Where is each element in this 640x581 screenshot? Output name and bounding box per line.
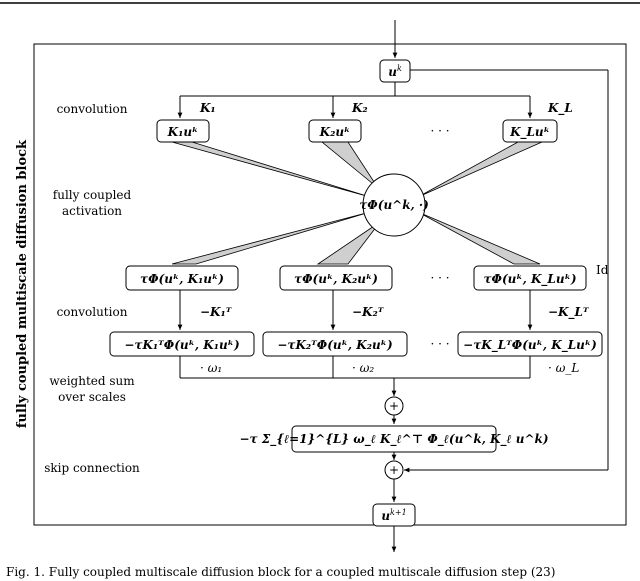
node-conv-2: K₂uᵏ (308, 119, 362, 143)
node-skip-sum: + (384, 460, 404, 480)
identity-label: Id (596, 263, 609, 277)
svg-text:τΦ(uᵏ, K₁uᵏ): τΦ(uᵏ, K₁uᵏ) (140, 272, 224, 286)
stage-label-sum-2: over scales (58, 390, 126, 404)
stage-label-skip: skip connection (44, 461, 140, 475)
adjoint-label-L: −K_Lᵀ (548, 305, 590, 320)
svg-text:τΦ(uᵏ, K_Luᵏ): τΦ(uᵏ, K_Luᵏ) (483, 272, 576, 287)
svg-text:τΦ(uᵏ, K₂uᵏ): τΦ(uᵏ, K₂uᵏ) (294, 272, 378, 286)
svg-text:+: + (389, 463, 399, 477)
block-border (33, 43, 627, 526)
stage-label-conv2: convolution (57, 305, 128, 319)
svg-text:τΦ(u^k, ·): τΦ(u^k, ·) (359, 198, 429, 212)
fan-conv2 (320, 141, 379, 189)
svg-text:+: + (389, 399, 399, 413)
stage-label-sum-1: weighted sum (49, 374, 135, 388)
svg-text:−τK₁ᵀΦ(uᵏ, K₁uᵏ): −τK₁ᵀΦ(uᵏ, K₁uᵏ) (124, 338, 239, 352)
figure-caption: Fig. 1. Fully coupled multiscale diffusi… (6, 565, 555, 579)
node-input: uk (379, 59, 411, 83)
svg-text:−τK₂ᵀΦ(uᵏ, K₂uᵏ): −τK₂ᵀΦ(uᵏ, K₂uᵏ) (277, 338, 392, 352)
svg-text:K_Luᵏ: K_Luᵏ (509, 125, 550, 140)
node-output: uk+1 (372, 503, 416, 527)
block-title: fully coupled multiscale diffusion block (15, 139, 30, 428)
adjoint-label-2: −K₂ᵀ (352, 305, 385, 319)
svg-text:K₂uᵏ: K₂uᵏ (319, 125, 351, 139)
node-act-1: τΦ(uᵏ, K₁uᵏ) (125, 265, 239, 291)
weight-label-L: · ω_L (548, 361, 579, 375)
node-back-L: −τK_LᵀΦ(uᵏ, K_Luᵏ) (457, 331, 603, 357)
stage-label-activation-1: fully coupled (53, 188, 132, 202)
node-back-2: −τK₂ᵀΦ(uᵏ, K₂uᵏ) (262, 331, 408, 357)
stage-label-activation-2: activation (62, 204, 122, 218)
svg-text:−τ Σ_{ℓ=1}^{L} ω_ℓ K_ℓ^⊤ Φ_ℓ(u: −τ Σ_{ℓ=1}^{L} ω_ℓ K_ℓ^⊤ Φ_ℓ(u^k, K_ℓ u^… (239, 432, 548, 447)
ellipsis-act: · · · (430, 271, 449, 285)
kernel-label-2: K₂ (351, 101, 368, 115)
kernel-label-1: K₁ (199, 101, 216, 115)
node-total: −τ Σ_{ℓ=1}^{L} ω_ℓ K_ℓ^⊤ Φ_ℓ(u^k, K_ℓ u^… (239, 425, 549, 453)
node-conv-1: K₁uᵏ (156, 119, 210, 143)
node-activation: τΦ(u^k, ·) (359, 173, 429, 237)
svg-text:K₁uᵏ: K₁uᵏ (167, 125, 199, 139)
kernel-label-L: K_L (547, 101, 573, 116)
weight-label-2: · ω₂ (352, 361, 374, 375)
ellipsis-conv: · · · (430, 124, 449, 138)
weight-label-1: · ω₁ (200, 361, 222, 375)
fan-convL (417, 141, 543, 198)
stage-label-conv1: convolution (57, 102, 128, 116)
node-act-2: τΦ(uᵏ, K₂uᵏ) (279, 265, 393, 291)
svg-text:−τK_LᵀΦ(uᵏ, K_Luᵏ): −τK_LᵀΦ(uᵏ, K_Luᵏ) (463, 338, 597, 353)
fan-act1 (171, 211, 371, 265)
ellipsis-back: · · · (430, 337, 449, 351)
node-conv-L: K_Luᵏ (502, 119, 558, 143)
adjoint-label-1: −K₁ᵀ (200, 305, 233, 319)
fan-actL (417, 211, 541, 265)
fan-act2 (316, 221, 381, 265)
node-act-L: τΦ(uᵏ, K_Luᵏ) (473, 265, 587, 291)
node-back-1: −τK₁ᵀΦ(uᵏ, K₁uᵏ) (109, 331, 255, 357)
node-sum: + (384, 396, 404, 416)
